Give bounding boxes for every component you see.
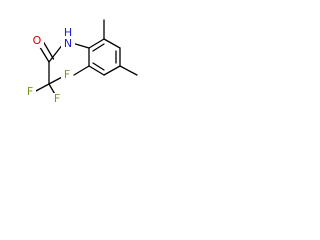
bond-carbonyl-nitrogen: [48, 43, 64, 63]
oxygen-atom: O: [33, 34, 42, 47]
bond-carbonyl-2: [42, 41, 55, 60]
ring-inner-bond-3: [92, 62, 105, 71]
structure-diagram: O H N F F F: [24, 19, 138, 106]
fluorine-1-mask: [61, 69, 73, 82]
hydrogen-atom: H: [64, 26, 72, 39]
bond-methyl-right: [119, 65, 138, 76]
fluorine-atom-2: F: [27, 85, 33, 98]
bond-cf3-f2: [33, 83, 50, 93]
nitrogen-mask: [61, 33, 75, 55]
oxygen-mask: [30, 34, 44, 48]
bond-layer: [33, 19, 138, 97]
molecule-canvas: O H N F F F: [0, 0, 162, 116]
atom-layer: O H N F F F: [24, 26, 75, 106]
ring-bond-4: [103, 65, 121, 76]
fluorine-atom-1: F: [64, 68, 70, 81]
ring-bond-2: [103, 38, 121, 49]
fluorine-2-mask: [24, 86, 36, 99]
fluorine-3-mask: [51, 93, 63, 106]
nitrogen-atom: N: [64, 37, 72, 50]
fluorine-atom-3: F: [54, 92, 60, 105]
ring-bond-1: [88, 38, 105, 49]
ring-inner-bond-1: [92, 43, 105, 52]
bond-methyl-left: [73, 65, 90, 76]
ring-bond-5: [88, 65, 105, 76]
